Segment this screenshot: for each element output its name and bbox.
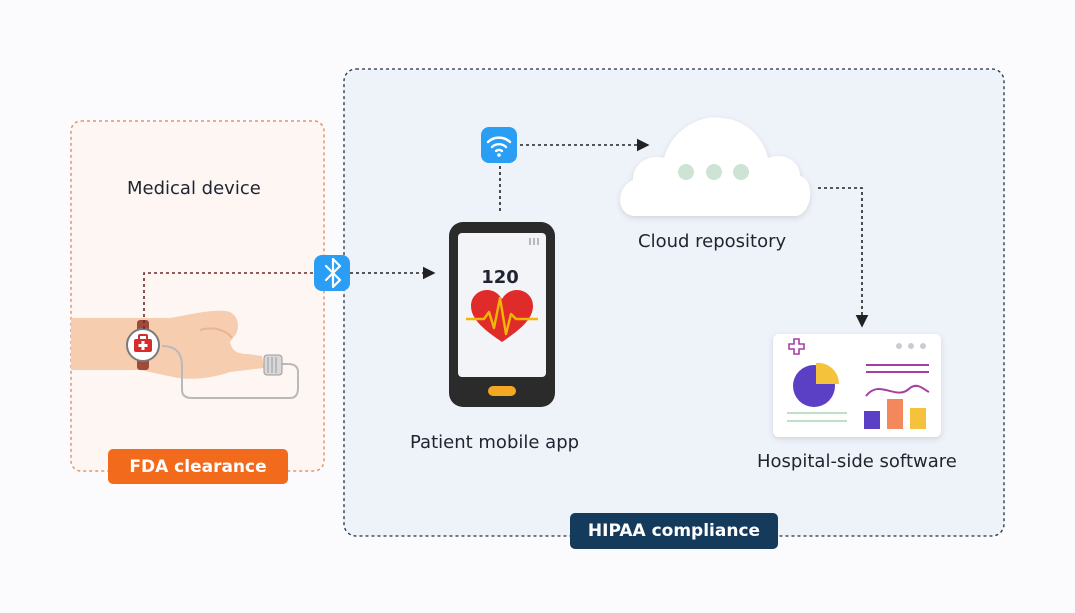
- phone: [449, 222, 555, 407]
- first-aid-icon: [134, 334, 152, 352]
- medical-device-label: Medical device: [127, 178, 261, 199]
- hipaa-badge-label: HIPAA compliance: [587, 521, 761, 541]
- cloud-hospital-arrow: [818, 187, 869, 328]
- hospital-dashboard: [773, 334, 941, 437]
- fda-badge-label: FDA clearance: [129, 456, 267, 477]
- fda-badge: FDA clearance: [108, 449, 288, 484]
- window-dots: [896, 343, 926, 349]
- wrist-device: [126, 320, 160, 370]
- hipaa-badge: HIPAA compliance: [570, 513, 778, 549]
- finger-sensor: [263, 354, 283, 376]
- pie-chart-icon: [793, 362, 840, 407]
- fda-region: [70, 120, 325, 472]
- arm-illustration: [71, 310, 264, 379]
- bluetooth-icon: [314, 255, 350, 291]
- wifi-icon: [481, 127, 517, 163]
- pulse-line: [466, 296, 538, 336]
- cloud-repository-label: Cloud repository: [638, 231, 787, 252]
- cloud-dots: [678, 164, 749, 180]
- sensor-cable: [161, 345, 299, 399]
- hospital-software-label: Hospital-side software: [757, 451, 957, 472]
- bar-chart-icon: [864, 399, 926, 429]
- patient-mobile-app-label: Patient mobile app: [410, 432, 580, 453]
- heart-rate-value: 120: [481, 267, 519, 288]
- device-link-vertical: [143, 272, 314, 329]
- plus-icon: [788, 338, 805, 355]
